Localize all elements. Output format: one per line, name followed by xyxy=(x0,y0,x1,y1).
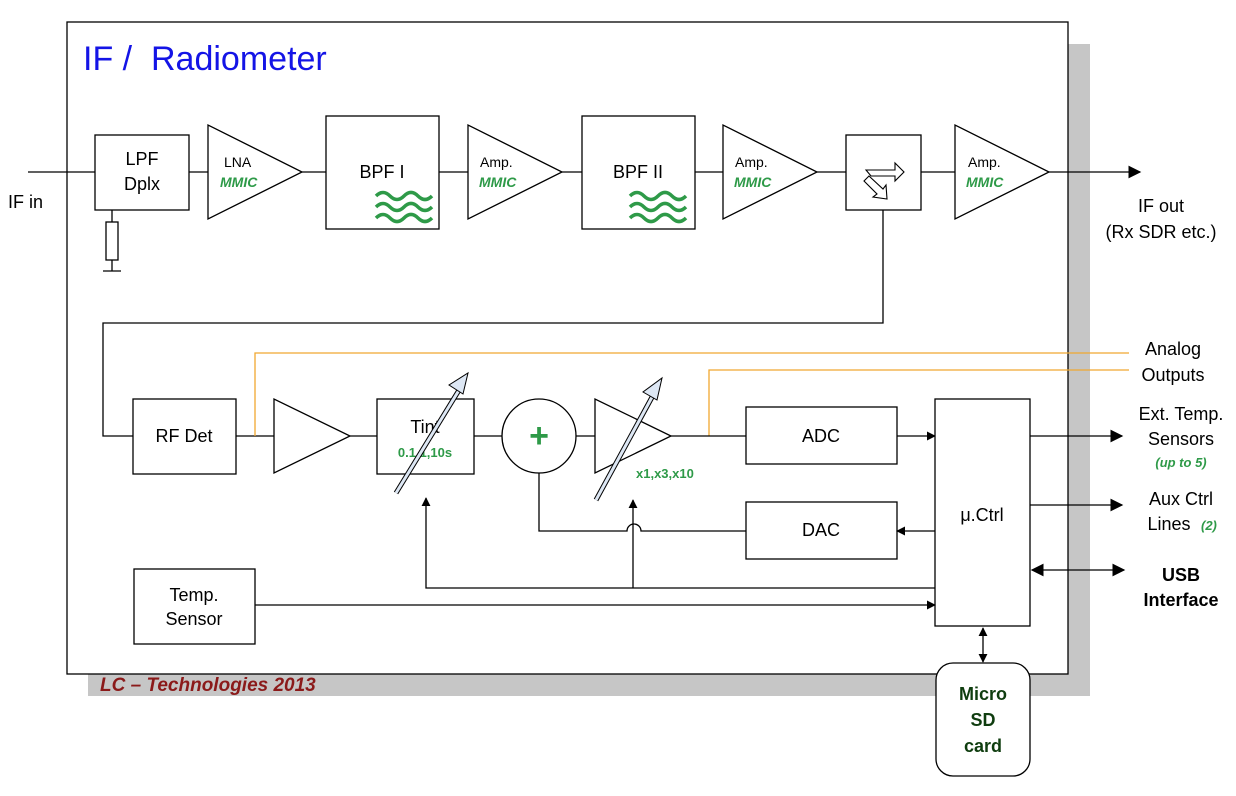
lpf-label: LPF xyxy=(125,149,158,169)
wire-uctrl-tint-control xyxy=(421,497,935,589)
vga-gain-options-label: x1,x3,x10 xyxy=(636,466,694,481)
coupler-arrow-icon xyxy=(863,161,905,200)
adc-label: ADC xyxy=(802,426,840,446)
adc-block xyxy=(745,406,898,465)
analog-output-line-2 xyxy=(708,369,1129,436)
page-title: IF / Radiometer xyxy=(83,40,327,78)
lna-mmic-label: MMIC xyxy=(220,174,258,190)
lna-amplifier xyxy=(207,123,304,221)
summer-plus-label: + xyxy=(529,417,549,455)
dplx-label: Dplx xyxy=(124,174,160,194)
tint-options-label: 0.1,1,10s xyxy=(398,445,452,460)
aux-ctrl-note: (2) xyxy=(1201,518,1217,533)
aux-ctrl-label-2: Lines xyxy=(1147,514,1190,534)
analog-outputs-label-2: Outputs xyxy=(1141,365,1204,385)
uctrl-block xyxy=(934,398,1031,627)
bpf1-label: BPF I xyxy=(359,162,404,182)
temp-sensor-label-2: Sensor xyxy=(165,609,222,629)
lpf-dplx-block xyxy=(94,134,190,211)
frame xyxy=(66,21,1069,675)
amp2-label: Amp. xyxy=(735,154,768,170)
amp3-label: Amp. xyxy=(968,154,1001,170)
sd-label-3: card xyxy=(964,736,1002,756)
vga-variable-arrow-icon xyxy=(593,376,663,502)
amp1-mmic-label: MMIC xyxy=(479,174,517,190)
bpf2-label: BPF II xyxy=(613,162,663,182)
analog-output-line-1 xyxy=(254,352,1129,436)
amp1-amplifier xyxy=(467,123,564,221)
tint-variable-arrow-icon xyxy=(393,371,469,495)
aux-ctrl-label-1: Aux Ctrl xyxy=(1149,489,1213,509)
temp-sensor-label-1: Temp. xyxy=(169,585,218,605)
usb-label-2: Interface xyxy=(1143,590,1218,610)
amp2-amplifier xyxy=(722,123,819,221)
micro-sd-card-block xyxy=(935,662,1031,777)
sd-label-2: SD xyxy=(970,710,995,730)
rf-det-block xyxy=(132,398,237,475)
amp3-amplifier xyxy=(954,123,1051,221)
analog-outputs-label-1: Analog xyxy=(1145,339,1201,359)
amp2-mmic-label: MMIC xyxy=(734,174,772,190)
if-out-sublabel: (Rx SDR etc.) xyxy=(1105,222,1216,242)
video-amplifier xyxy=(273,397,352,475)
if-in-label: IF in xyxy=(8,192,43,212)
lna-label: LNA xyxy=(224,154,252,170)
uctrl-label: μ.Ctrl xyxy=(960,505,1003,525)
ext-temp-label-2: Sensors xyxy=(1148,429,1214,449)
temp-sensor-block xyxy=(133,568,256,645)
termination-resistor xyxy=(105,221,119,261)
dac-label: DAC xyxy=(802,520,840,540)
amp3-mmic-label: MMIC xyxy=(966,174,1004,190)
rf-det-label: RF Det xyxy=(155,426,212,446)
tint-block xyxy=(376,398,475,475)
credit-text: LC – Technologies 2013 xyxy=(100,675,316,696)
ext-temp-label-1: Ext. Temp. xyxy=(1139,404,1224,424)
sd-label-1: Micro xyxy=(959,684,1007,704)
ext-temp-note: (up to 5) xyxy=(1155,455,1206,470)
usb-label-1: USB xyxy=(1162,565,1200,585)
wire-coupled-to-rfdet xyxy=(102,210,884,437)
amp1-label: Amp. xyxy=(480,154,513,170)
if-out-label: IF out xyxy=(1138,196,1184,216)
